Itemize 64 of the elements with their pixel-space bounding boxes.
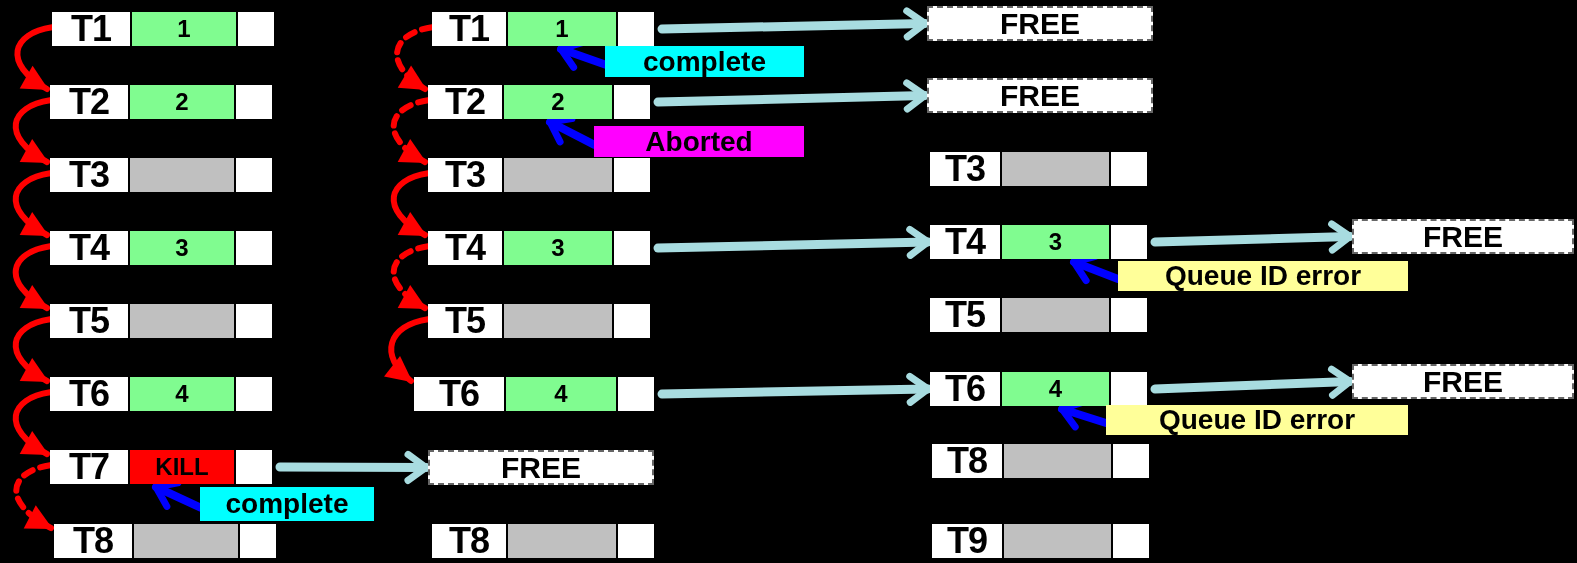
status-tag: complete: [200, 487, 374, 521]
row-label: T3: [930, 152, 1000, 186]
row-label: T8: [54, 524, 132, 558]
row-label: T3: [428, 158, 502, 192]
table-row: [50, 158, 272, 192]
table-row: [930, 225, 1147, 259]
row-label: T9: [932, 524, 1002, 558]
queue-slot: 3: [1002, 225, 1109, 259]
table-row: [50, 304, 272, 338]
row-label: T4: [50, 231, 128, 265]
row-label: T8: [932, 444, 1002, 478]
status-tag: Queue ID error: [1106, 405, 1408, 435]
table-row: [50, 85, 272, 119]
queue-slot: 2: [130, 85, 234, 119]
row-label: T1: [432, 12, 506, 46]
queue-slot: 4: [506, 377, 616, 411]
queue-slot: 3: [504, 231, 612, 265]
status-tag: Aborted: [594, 126, 804, 157]
status-tag: complete: [605, 46, 804, 77]
queue-slot: 2: [504, 85, 612, 119]
row-label: T5: [50, 304, 128, 338]
table-row: [932, 444, 1149, 478]
table-row: [50, 450, 272, 484]
link-arrow: [13, 462, 54, 531]
row-label: T1: [52, 12, 130, 46]
table-row: [432, 12, 654, 46]
free-slot: FREE: [428, 450, 654, 485]
row-label: T2: [50, 85, 128, 119]
free-slot: FREE: [927, 78, 1153, 113]
row-label: T4: [428, 231, 502, 265]
table-row: [428, 158, 650, 192]
row-label: T6: [50, 377, 128, 411]
row-label: T6: [930, 372, 1000, 406]
row-label: T5: [428, 304, 502, 338]
table-row: [930, 298, 1147, 332]
table-row: [54, 524, 276, 558]
table-row: [930, 152, 1147, 186]
table-row: [428, 304, 650, 338]
queue-slot: 1: [508, 12, 616, 46]
queue-slot: 3: [130, 231, 234, 265]
status-tag: Queue ID error: [1118, 261, 1408, 291]
table-row: [428, 231, 650, 265]
row-label: T5: [930, 298, 1000, 332]
row-label: T3: [50, 158, 128, 192]
queue-slot: KILL: [130, 450, 234, 484]
row-label: T8: [432, 524, 506, 558]
queue-slot: 1: [132, 12, 236, 46]
row-label: T4: [930, 225, 1000, 259]
free-slot: FREE: [1352, 219, 1574, 254]
table-row: [50, 377, 272, 411]
table-row: [50, 231, 272, 265]
row-label: T6: [414, 377, 504, 411]
table-row: [52, 12, 274, 46]
row-label: T7: [50, 450, 128, 484]
table-row: [932, 524, 1149, 558]
table-row: [428, 85, 650, 119]
table-row: [414, 377, 654, 411]
queue-slot: 4: [130, 377, 234, 411]
free-slot: FREE: [927, 6, 1153, 41]
free-slot: FREE: [1352, 364, 1574, 399]
table-row: [930, 372, 1147, 406]
row-label: T2: [428, 85, 502, 119]
table-row: [432, 524, 654, 558]
queue-slot: 4: [1002, 372, 1109, 406]
